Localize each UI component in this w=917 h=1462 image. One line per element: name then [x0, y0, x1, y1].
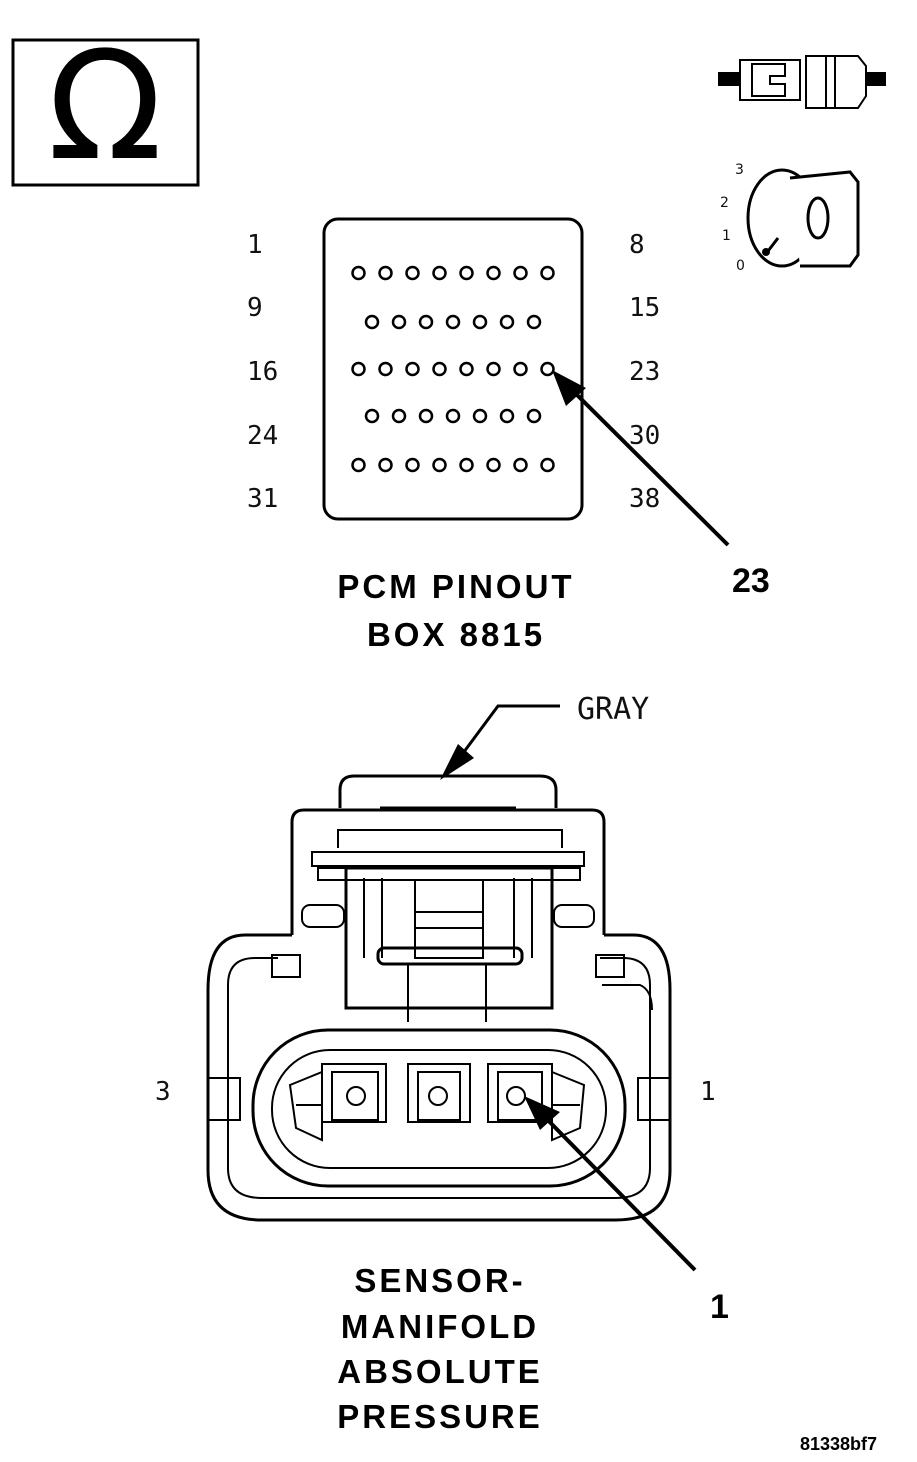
pcm-row-label-24: 24: [247, 421, 278, 451]
pcm-pin-25: [391, 408, 407, 424]
pcm-pin-27: [445, 408, 461, 424]
ignition-position-3: 3: [735, 162, 744, 178]
pcm-pin-38: [540, 457, 555, 473]
pcm-pin-17: [378, 361, 393, 377]
terminal-3: [288, 1063, 387, 1142]
pcm-row-label-30: 30: [629, 421, 660, 451]
pcm-pin-28: [472, 408, 488, 424]
pcm-pin-36: [486, 457, 501, 473]
pcm-pin-3: [405, 265, 420, 281]
pcm-pin-9: [364, 314, 380, 330]
pcm-pin-29: [499, 408, 515, 424]
pcm-pin-21: [486, 361, 501, 377]
connector-caption-line-2: MANIFOLD: [341, 1308, 539, 1345]
pcm-pin-23: [540, 361, 555, 377]
pcm-row-label-1: 1: [247, 230, 263, 260]
gray-leader-line: [450, 704, 560, 769]
ignition-position-1: 1: [722, 228, 731, 244]
pcm-pin-10: [391, 314, 407, 330]
pcm-pin-26: [418, 408, 434, 424]
pcm-row-label-23: 23: [629, 357, 660, 387]
pcm-pin-15: [526, 314, 542, 330]
pcm-pin-2: [378, 265, 393, 281]
pcm-pin-5: [459, 265, 474, 281]
pcm-pin-18: [405, 361, 420, 377]
pcm-caption-line-1: PCM PINOUT: [337, 568, 574, 605]
pcm-pin-32: [378, 457, 393, 473]
connector-callout-1: 1: [710, 1288, 729, 1326]
ignition-position-0: 0: [736, 258, 745, 274]
pcm-row-label-31: 31: [247, 484, 278, 514]
pcm-pin-grid: [351, 265, 555, 473]
pcm-pin-23-arrow: [558, 376, 730, 547]
pcm-row-label-38: 38: [629, 484, 660, 514]
pcm-callout-23: 23: [732, 562, 770, 600]
pcm-pin-30: [526, 408, 542, 424]
pcm-pin-4: [432, 265, 447, 281]
pcm-caption-line-2: BOX 8815: [367, 616, 545, 653]
pcm-pin-31: [351, 457, 366, 473]
pcm-pin-33: [405, 457, 420, 473]
connector-caption-line-4: PRESSURE: [337, 1398, 543, 1435]
pcm-pin-12: [445, 314, 461, 330]
figure-code: 81338bf7: [800, 1434, 877, 1454]
pcm-pin-13: [472, 314, 488, 330]
pcm-pin-35: [459, 457, 474, 473]
pcm-pin-37: [513, 457, 528, 473]
pcm-pin-16: [351, 361, 366, 377]
pcm-row-label-15: 15: [629, 293, 660, 323]
pcm-connector-body: [322, 217, 584, 521]
pcm-pin-14: [499, 314, 515, 330]
pcm-pin-8: [540, 265, 555, 281]
pcm-pinout: 1 9 16 24 31 8 15 23 30 38 23 PCM PINOUT…: [247, 217, 770, 653]
connector-pin-1-arrow: [532, 1104, 697, 1272]
pcm-row-label-8: 8: [629, 230, 645, 260]
connector-pin-label-1: 1: [700, 1077, 716, 1107]
connector-caption-line-3: ABSOLUTE: [337, 1353, 543, 1390]
connector-pin-label-3: 3: [155, 1077, 171, 1107]
pcm-pin-19: [432, 361, 447, 377]
pcm-pin-6: [486, 265, 501, 281]
ignition-position-2: 2: [720, 195, 729, 211]
disconnected-connector-icon: [718, 55, 886, 109]
terminal-2: [407, 1063, 471, 1123]
ohm-symbol: Ω: [48, 20, 163, 194]
map-sensor-connector: GRAY: [155, 692, 729, 1435]
pcm-row-label-16: 16: [247, 357, 278, 387]
ignition-key-icon: 3 2 1 0: [720, 162, 860, 274]
pcm-pin-11: [418, 314, 434, 330]
connector-caption-line-1: SENSOR-: [354, 1262, 525, 1299]
pcm-pin-22: [513, 361, 528, 377]
wire-color-label: GRAY: [577, 692, 649, 727]
ohmmeter-icon: Ω: [11, 20, 200, 194]
pcm-pin-34: [432, 457, 447, 473]
pcm-pin-20: [459, 361, 474, 377]
pcm-pin-24: [364, 408, 380, 424]
pcm-pin-7: [513, 265, 528, 281]
pcm-pin-1: [351, 265, 366, 281]
pcm-row-label-9: 9: [247, 293, 263, 323]
